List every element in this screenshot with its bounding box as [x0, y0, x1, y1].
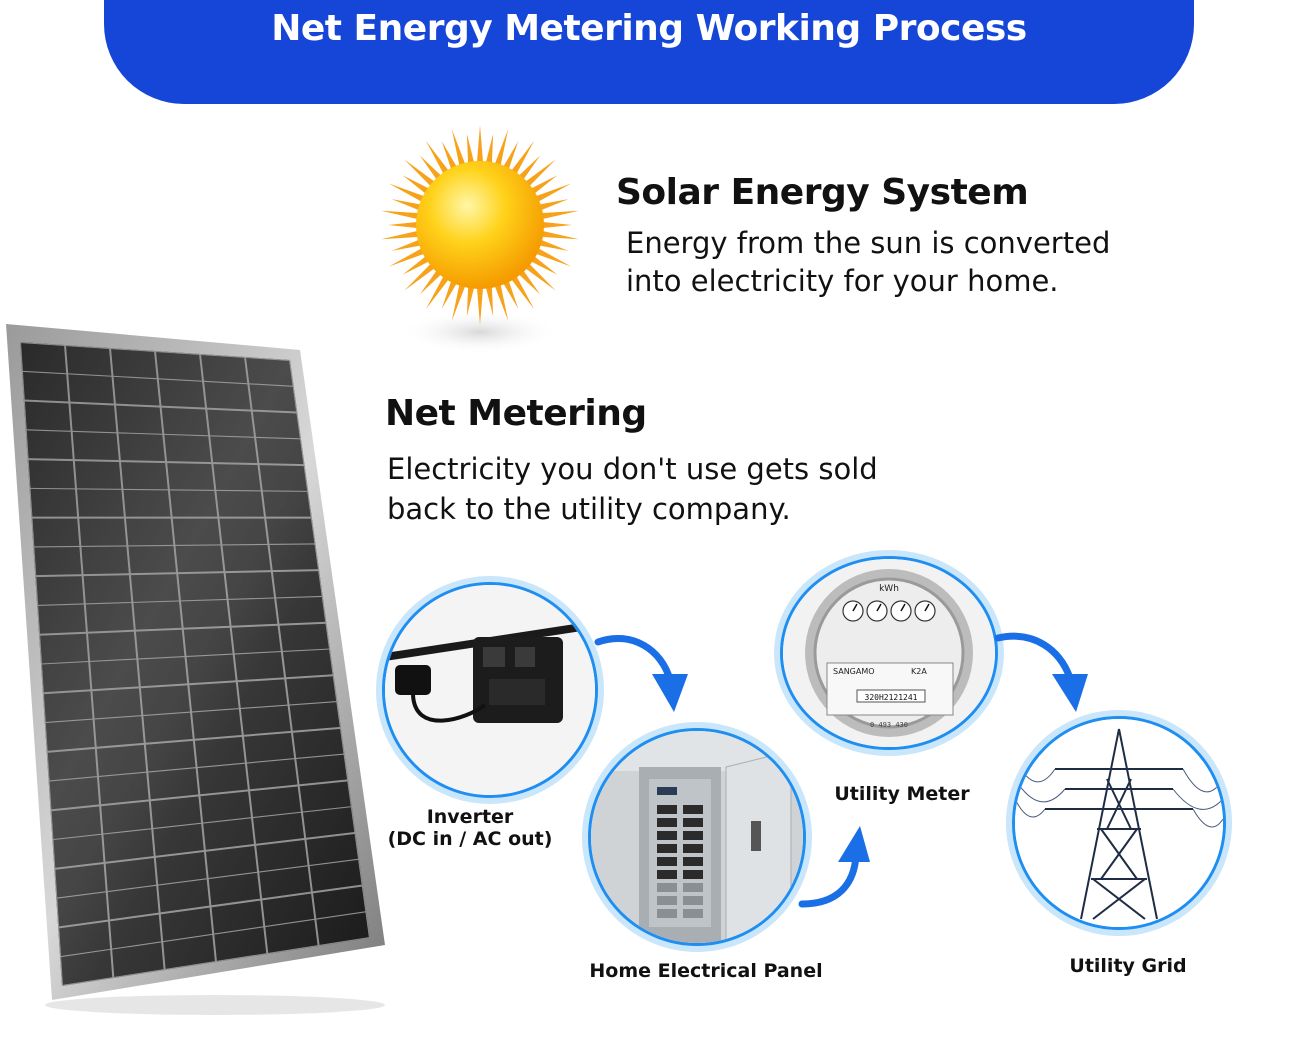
- solar-panel-image: [6, 324, 385, 1015]
- meter-model-text: K2A: [911, 667, 927, 676]
- meter-brand-text: SANGAMO: [833, 667, 875, 676]
- net-metering-description-line-1: Electricity you don't use gets sold: [387, 452, 878, 486]
- electrical-panel-label: Home Electrical Panel: [589, 960, 823, 982]
- utility-grid-label: Utility Grid: [1069, 955, 1187, 977]
- inverter-circle: [382, 582, 598, 798]
- electrical-panel-circle: [588, 728, 806, 946]
- flow-arrow-icon: [798, 826, 870, 908]
- utility-grid-circle: [1012, 716, 1226, 930]
- net-metering-heading: Net Metering: [385, 393, 647, 434]
- inverter-label-line-2: (DC in / AC out): [387, 828, 553, 850]
- inverter-label-line-1: Inverter: [426, 806, 514, 828]
- inverter-image: [385, 585, 595, 795]
- page-title: Net Energy Metering Working Process: [271, 8, 1027, 49]
- solar-heading: Solar Energy System: [616, 172, 1029, 213]
- flow-arrow-icon: [994, 632, 1088, 712]
- solar-description-line-1: Energy from the sun is converted: [626, 226, 1111, 260]
- meter-serial-text: 320H2121241: [865, 693, 918, 702]
- net-metering-description-line-2: back to the utility company.: [387, 492, 791, 526]
- power-tower-image: [1015, 719, 1223, 927]
- header-banner: Net Energy Metering Working Process: [104, 0, 1194, 104]
- sun-icon: [381, 125, 579, 354]
- flow-arrow-icon: [594, 634, 688, 712]
- utility-meter-label: Utility Meter: [834, 783, 970, 805]
- meter-unit-text: kWh: [879, 584, 899, 594]
- utility-meter-circle: kWh SANGAMO K2A 320H2121241 0 493 430: [780, 556, 998, 750]
- inverter-label: Inverter (DC in / AC out): [380, 806, 560, 850]
- utility-meter-image: kWh SANGAMO K2A 320H2121241 0 493 430: [783, 559, 995, 747]
- solar-description-line-2: into electricity for your home.: [626, 264, 1059, 298]
- meter-reading-text: 0 493 430: [870, 721, 908, 729]
- electrical-panel-image: [591, 731, 803, 943]
